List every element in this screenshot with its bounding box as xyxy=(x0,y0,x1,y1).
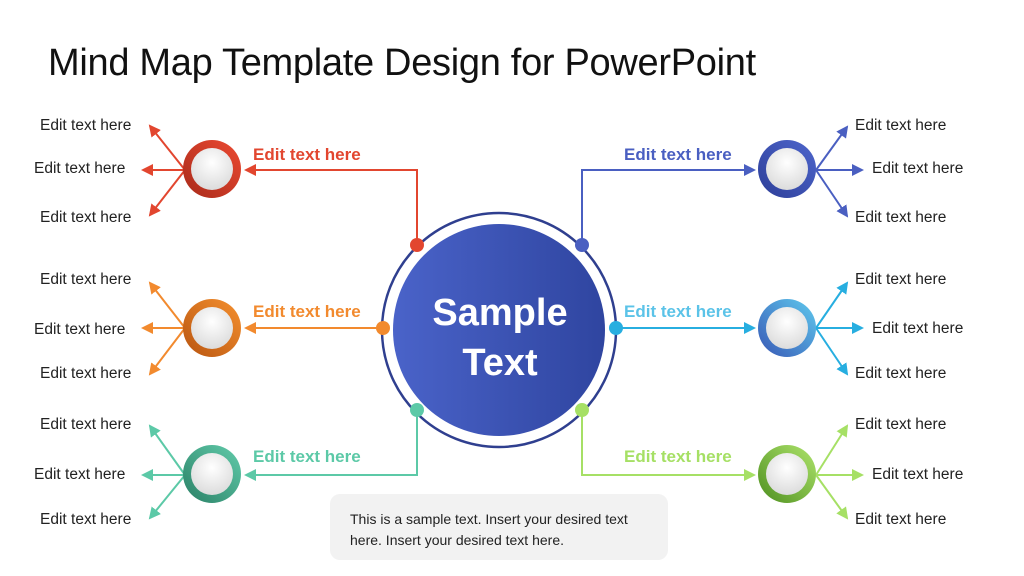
leaf-top-right-1[interactable]: Edit text here xyxy=(855,117,947,134)
leaf-middle-left-3[interactable]: Edit text here xyxy=(40,365,132,382)
leaf-middle-left-2[interactable]: Edit text here xyxy=(34,321,126,338)
leaf-top-left-3[interactable]: Edit text here xyxy=(40,209,132,226)
leaf-bottom-left-2[interactable]: Edit text here xyxy=(34,466,126,483)
branch-label-top-right[interactable]: Edit text here xyxy=(624,145,732,164)
leaf-bottom-right-1[interactable]: Edit text here xyxy=(855,416,947,433)
sample-text: This is a sample text. Insert your desir… xyxy=(350,511,628,548)
center-circle xyxy=(393,224,605,436)
leaf-middle-left-1[interactable]: Edit text here xyxy=(40,271,132,288)
leaf-middle-right-3[interactable]: Edit text here xyxy=(855,365,947,382)
center-topic[interactable]: Sample Text xyxy=(395,288,605,388)
leaf-top-right-3[interactable]: Edit text here xyxy=(855,209,947,226)
node-middle-left xyxy=(183,299,241,357)
leaf-bottom-right-2[interactable]: Edit text here xyxy=(872,466,964,483)
dot-bottom-right xyxy=(575,403,589,417)
leaf-bottom-left-3[interactable]: Edit text here xyxy=(40,511,132,528)
node-middle-right xyxy=(758,299,816,357)
dot-top-right xyxy=(575,238,589,252)
branch-label-top-left[interactable]: Edit text here xyxy=(253,145,361,164)
branch-label-middle-left[interactable]: Edit text here xyxy=(253,302,361,321)
dot-bottom-left xyxy=(410,403,424,417)
dot-top-left xyxy=(410,238,424,252)
center-topic-line2: Text xyxy=(462,342,538,384)
node-bottom-right xyxy=(758,445,816,503)
leaf-middle-right-1[interactable]: Edit text here xyxy=(855,271,947,288)
dot-middle-right xyxy=(609,321,623,335)
node-top-left xyxy=(183,140,241,198)
leaf-bottom-right-3[interactable]: Edit text here xyxy=(855,511,947,528)
slide-title: Mind Map Template Design for PowerPoint xyxy=(48,42,756,84)
branch-label-bottom-right[interactable]: Edit text here xyxy=(624,447,732,466)
dot-middle-left xyxy=(376,321,390,335)
node-bottom-left xyxy=(183,445,241,503)
leaf-top-left-1[interactable]: Edit text here xyxy=(40,117,132,134)
branch-label-bottom-left[interactable]: Edit text here xyxy=(253,447,361,466)
center-topic-line1: Sample xyxy=(432,292,568,334)
node-top-right xyxy=(758,140,816,198)
sample-text-box[interactable]: This is a sample text. Insert your desir… xyxy=(330,494,668,560)
leaf-bottom-left-1[interactable]: Edit text here xyxy=(40,416,132,433)
leaf-top-left-2[interactable]: Edit text here xyxy=(34,160,126,177)
leaf-middle-right-2[interactable]: Edit text here xyxy=(872,320,964,337)
leaf-top-right-2[interactable]: Edit text here xyxy=(872,160,964,177)
branch-label-middle-right[interactable]: Edit text here xyxy=(624,302,732,321)
